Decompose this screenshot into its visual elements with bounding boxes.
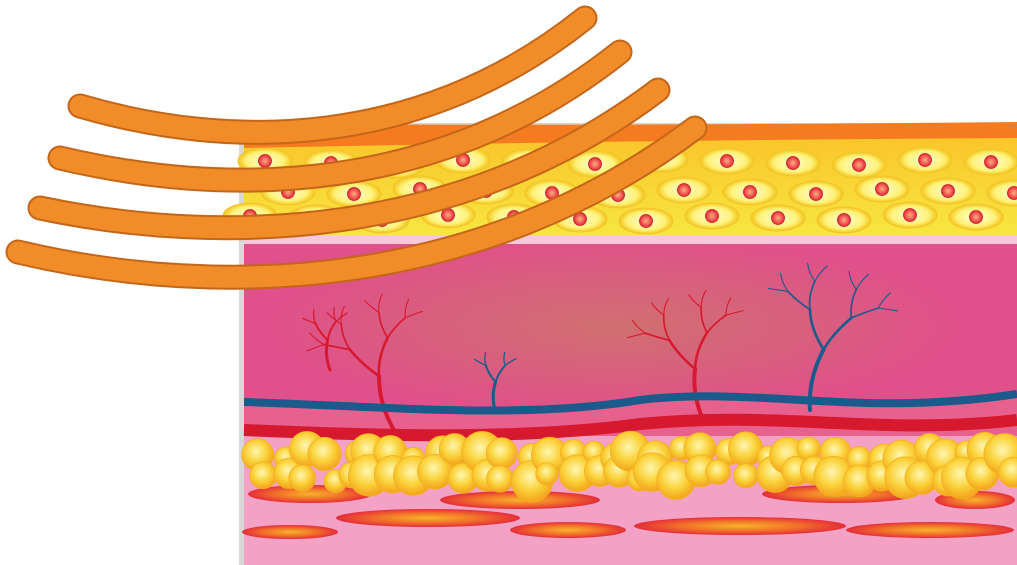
fat-pocket bbox=[634, 517, 846, 535]
skin-cell-icon bbox=[789, 181, 843, 207]
cell-nucleus bbox=[838, 214, 851, 227]
epidermis-basal-line bbox=[244, 236, 1017, 244]
fat-pocket bbox=[846, 522, 1014, 538]
skin-cell-icon bbox=[619, 208, 673, 234]
fat-globule-icon bbox=[486, 438, 517, 469]
cell-nucleus bbox=[942, 185, 955, 198]
skin-cell-icon bbox=[751, 205, 805, 231]
fat-pocket bbox=[336, 509, 520, 527]
fat-globule-icon bbox=[289, 465, 316, 492]
cell-nucleus bbox=[678, 184, 691, 197]
skin-cell-icon bbox=[832, 152, 886, 178]
skin-cell-icon bbox=[898, 147, 952, 173]
skin-cell-icon bbox=[700, 148, 754, 174]
fat-globule-icon bbox=[250, 462, 277, 489]
skin-cell-icon bbox=[949, 204, 1003, 230]
cell-nucleus bbox=[744, 186, 757, 199]
skin-cell-icon bbox=[766, 150, 820, 176]
fat-globule-icon bbox=[706, 460, 731, 485]
fat-globule-icon bbox=[734, 464, 758, 488]
skin-cell-icon bbox=[964, 149, 1017, 175]
cell-nucleus bbox=[853, 159, 866, 172]
skin-cell-icon bbox=[657, 177, 711, 203]
skin-cell-icon bbox=[855, 176, 909, 202]
cell-nucleus bbox=[706, 210, 719, 223]
cell-nucleus bbox=[876, 183, 889, 196]
fat-pocket bbox=[510, 522, 626, 538]
cell-nucleus bbox=[589, 158, 602, 171]
cell-nucleus bbox=[787, 157, 800, 170]
skin-cell-icon bbox=[921, 178, 975, 204]
cell-nucleus bbox=[985, 156, 998, 169]
cell-nucleus bbox=[640, 215, 653, 228]
cell-nucleus bbox=[259, 155, 272, 168]
cell-nucleus bbox=[810, 188, 823, 201]
cell-nucleus bbox=[721, 155, 734, 168]
fat-globule-icon bbox=[486, 466, 513, 493]
cell-nucleus bbox=[1008, 187, 1017, 200]
fat-globule-icon bbox=[536, 463, 558, 485]
cell-nucleus bbox=[919, 154, 932, 167]
cell-nucleus bbox=[970, 211, 983, 224]
fat-globule-icon bbox=[308, 437, 341, 470]
skin-cell-icon bbox=[723, 179, 777, 205]
skin-cell-icon bbox=[817, 207, 871, 233]
cell-nucleus bbox=[772, 212, 785, 225]
fat-pocket bbox=[242, 525, 338, 539]
skin-cell-icon bbox=[685, 203, 739, 229]
skin-cell-icon bbox=[883, 202, 937, 228]
cell-nucleus bbox=[348, 188, 361, 201]
cell-nucleus bbox=[904, 209, 917, 222]
